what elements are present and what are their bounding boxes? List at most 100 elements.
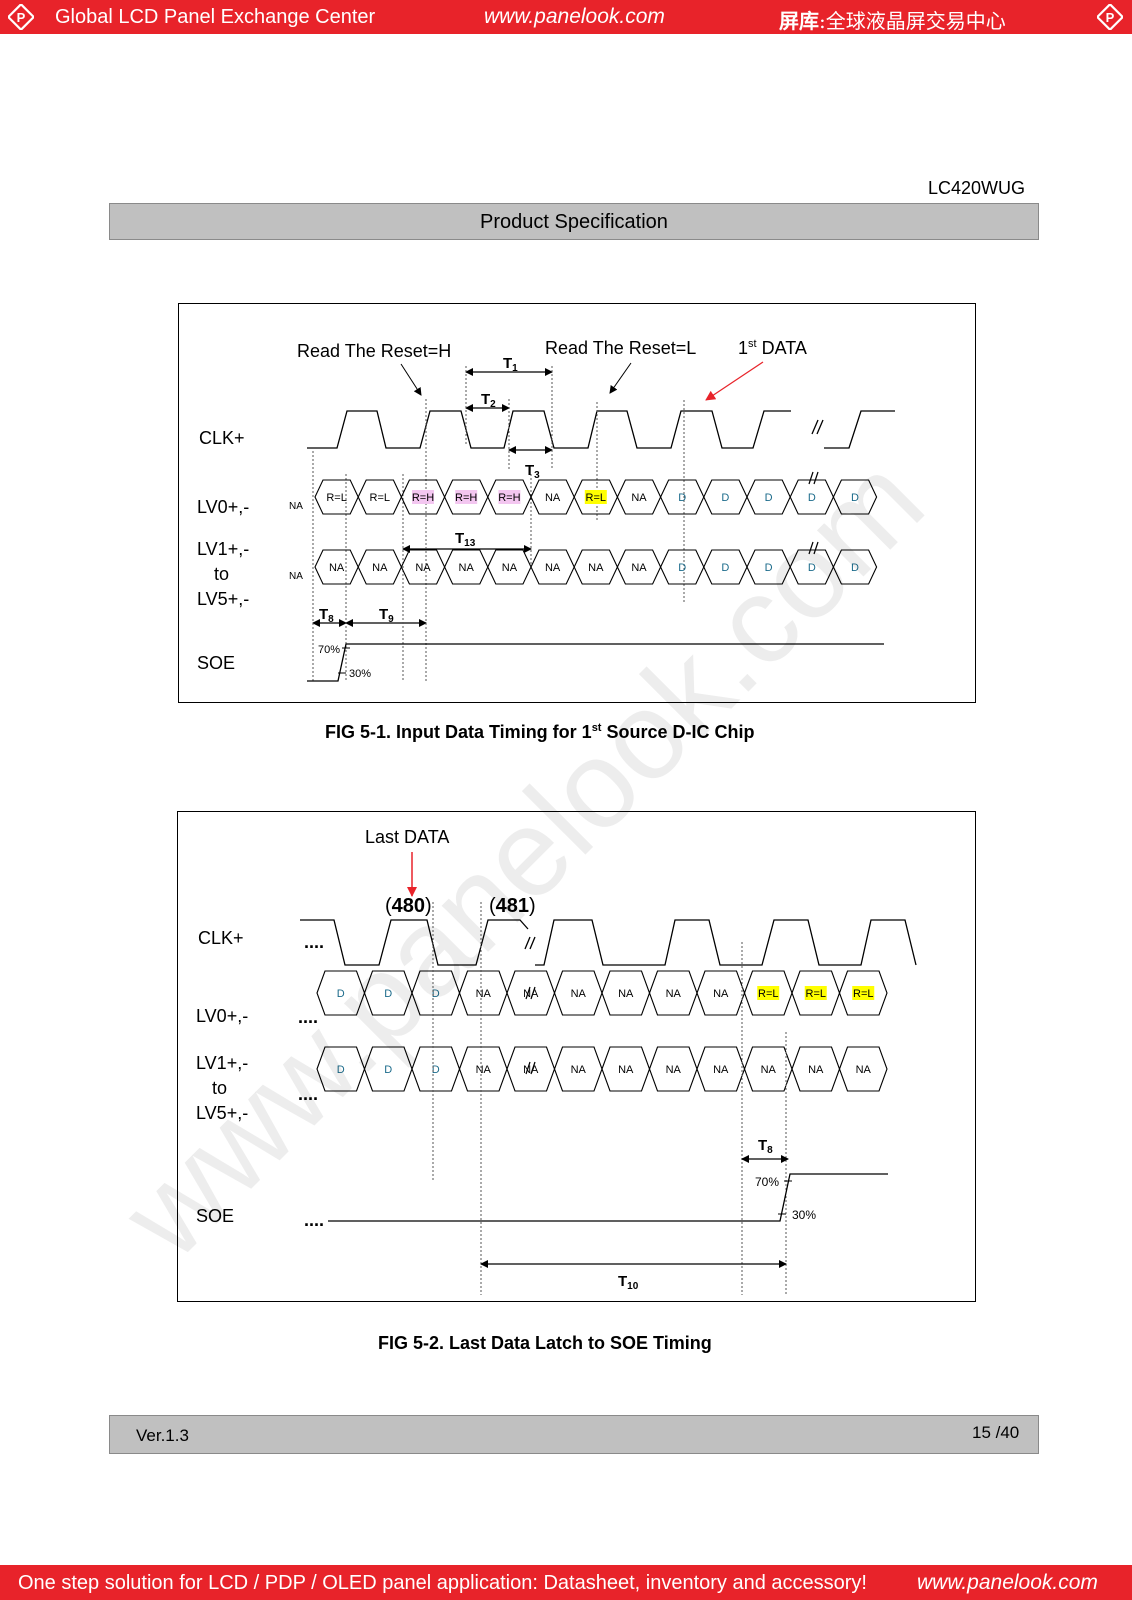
fig2-lv0-break-1 — [525, 986, 531, 1000]
fig1-lv1-cell-label: D — [808, 562, 816, 574]
fig1-lv0-highlight — [584, 490, 607, 504]
fig2-caption: FIG 5-2. Last Data Latch to SOE Timing — [378, 1333, 712, 1353]
fig1-lv0-cell-label: R=H — [498, 492, 520, 504]
fig1-pct-30: 30% — [349, 668, 371, 680]
fig1-lv0-cell-label: NA — [631, 492, 647, 504]
fig2-t10-label: T10 — [618, 1273, 639, 1292]
fig1-box: Read The Reset=H Read The Reset=L 1st DA… — [178, 303, 976, 703]
fig2-pct-70: 70% — [755, 1175, 779, 1189]
fig1-sig-lv0: LV0+,- — [197, 497, 249, 517]
fig1-soe-waveform — [307, 643, 884, 682]
fig2-lv1-cell-label: NA — [618, 1064, 634, 1076]
fig2-pct-30: 30% — [792, 1208, 816, 1222]
panelook-logo-icon: P — [8, 4, 34, 30]
fig2-lv1-cell-label: NA — [713, 1064, 729, 1076]
fig2-sig-soe: SOE — [196, 1206, 234, 1226]
fig1-sig-soe: SOE — [197, 653, 235, 673]
spec-title-bar: Product Specification — [109, 203, 1039, 240]
fig1-t1-label: T1 — [503, 355, 518, 374]
fig2-lv1-cell-label: D — [384, 1064, 392, 1076]
spec-title: Product Specification — [480, 211, 668, 233]
fig1-lv1-cell-label: NA — [372, 562, 388, 574]
fig2-t8-label: T8 — [758, 1137, 773, 1156]
fig1-lv0-cell — [832, 479, 878, 515]
fig2-lv0-highlight — [757, 986, 780, 1000]
fig2-lv0-cell-label: NA — [618, 988, 634, 1000]
fig2-lv1-cell-label: NA — [523, 1064, 539, 1076]
fig1-lv1-cell-label: D — [721, 562, 729, 574]
fig1-lv0-cell-label: NA — [545, 492, 561, 504]
header-left-text: Global LCD Panel Exchange Center — [55, 6, 376, 28]
logo-letter: P — [17, 10, 26, 25]
fig2-timing-diagram: Last DATA (480) (481) CLK+ LV0+,- LV1+,-… — [196, 827, 917, 1295]
fig2-guides — [432, 902, 787, 1295]
fig1-arrow-reset-h — [400, 363, 422, 396]
fig1-arrow-reset-l — [609, 362, 632, 394]
fig1-lv0-cell-label: R=H — [455, 492, 477, 504]
fig2-lv1-cell-label: NA — [476, 1064, 492, 1076]
fig1-caption: FIG 5-1. Input Data Timing for 1st Sourc… — [325, 722, 755, 742]
fig1-lv1-cell-label: NA — [329, 562, 345, 574]
fig1-t9-label: T9 — [379, 606, 394, 625]
fig1-lv0-cell-label: R=L — [586, 492, 607, 504]
fig2-lv0-cell-label: R=L — [758, 988, 779, 1000]
fig2-sig-lv1-c: LV5+,- — [196, 1103, 248, 1123]
fig2-clk-break-1 — [524, 936, 531, 950]
footer-url-link[interactable]: www.panelook.com — [917, 1571, 1098, 1594]
fig1-clk-waveform — [307, 410, 791, 449]
fig2-lv0-cell-label: R=L — [806, 988, 827, 1000]
logo-letter-right: P — [1106, 10, 1115, 25]
fig2-lv0-cell-label: D — [432, 988, 440, 1000]
fig2-lv0-cell-label: NA — [571, 988, 587, 1000]
fig1-ann-reset-l: Read The Reset=L — [545, 338, 696, 358]
fig1-lv0-highlight — [412, 490, 434, 504]
fig1-sig-lv1-a: LV1+,- — [197, 539, 249, 559]
fig2-lv0-cell — [838, 970, 888, 1016]
fig1-lv0-cell-label: D — [678, 492, 686, 504]
fig2-lv1-cell — [838, 1046, 888, 1092]
header-cn-brand: 屏库 — [779, 9, 819, 33]
fig2-lv0-cell-label: NA — [713, 988, 729, 1000]
fig1-t2-label: T2 — [481, 391, 496, 410]
fig1-lv1-cell-label: NA — [459, 562, 475, 574]
fig1-lv0-first: NA — [289, 501, 303, 512]
fig2-sig-lv0: LV0+,- — [196, 1006, 248, 1026]
fig1-lv1-cell-label: NA — [502, 562, 518, 574]
fig2-lv0-highlight — [852, 986, 875, 1000]
fig1-lv1-cell-label: NA — [415, 562, 431, 574]
fig2-ellipsis-soe: .... — [304, 1210, 324, 1230]
fig2-soe-waveform — [328, 1173, 888, 1222]
fig1-lv0-highlight — [498, 490, 521, 504]
header-url-link[interactable]: www.panelook.com — [484, 5, 665, 28]
footer-slogan: One step solution for LCD / PDP / OLED p… — [18, 1572, 867, 1594]
panelook-logo-icon-right: P — [1097, 4, 1123, 30]
fig2-sig-lv1-a: LV1+,- — [196, 1053, 248, 1073]
page-footer-bar: Ver.1.3 15 /40 — [109, 1415, 1039, 1454]
fig1-lv0-cell-label: R=L — [326, 492, 347, 504]
header-bar: P Global LCD Panel Exchange Center www.p… — [0, 0, 1132, 34]
fig2-clk-waveform-tail — [535, 919, 917, 966]
fig1-lv1-cell-label: NA — [588, 562, 604, 574]
fig2-lv1-break-2 — [530, 1061, 536, 1075]
fig2-lv1-cell-label: NA — [571, 1064, 587, 1076]
header-cn-tagline: :全球液晶屏交易中心 — [819, 9, 1006, 33]
fig2-lv1-cell-label: NA — [666, 1064, 682, 1076]
fig2-lv1-cell-label: NA — [808, 1064, 824, 1076]
fig2-lv1-cell-label: D — [432, 1064, 440, 1076]
fig1-lv0-break-1 — [808, 471, 814, 485]
fig1-lv1-cell — [832, 549, 878, 585]
fig2-lv1-break-1 — [525, 1061, 531, 1075]
fig1-t8-label: T8 — [319, 606, 334, 625]
fig1-lv1-break-2 — [813, 541, 819, 555]
fig1-lv0-cell-label: D — [851, 492, 859, 504]
fig2-label-481: (481) — [489, 895, 536, 917]
fig2-lv0-cell-label: D — [384, 988, 392, 1000]
fig1-ann-reset-h: Read The Reset=H — [297, 341, 451, 361]
fig2-label-480: (480) — [385, 895, 432, 917]
fig1-t13-label: T13 — [455, 530, 476, 549]
fig2-clk-waveform — [300, 919, 529, 966]
fig1-lv0-cell-label: D — [808, 492, 816, 504]
page-number: 15 /40 — [972, 1423, 1020, 1442]
fig2-lv0-highlight — [804, 986, 827, 1000]
